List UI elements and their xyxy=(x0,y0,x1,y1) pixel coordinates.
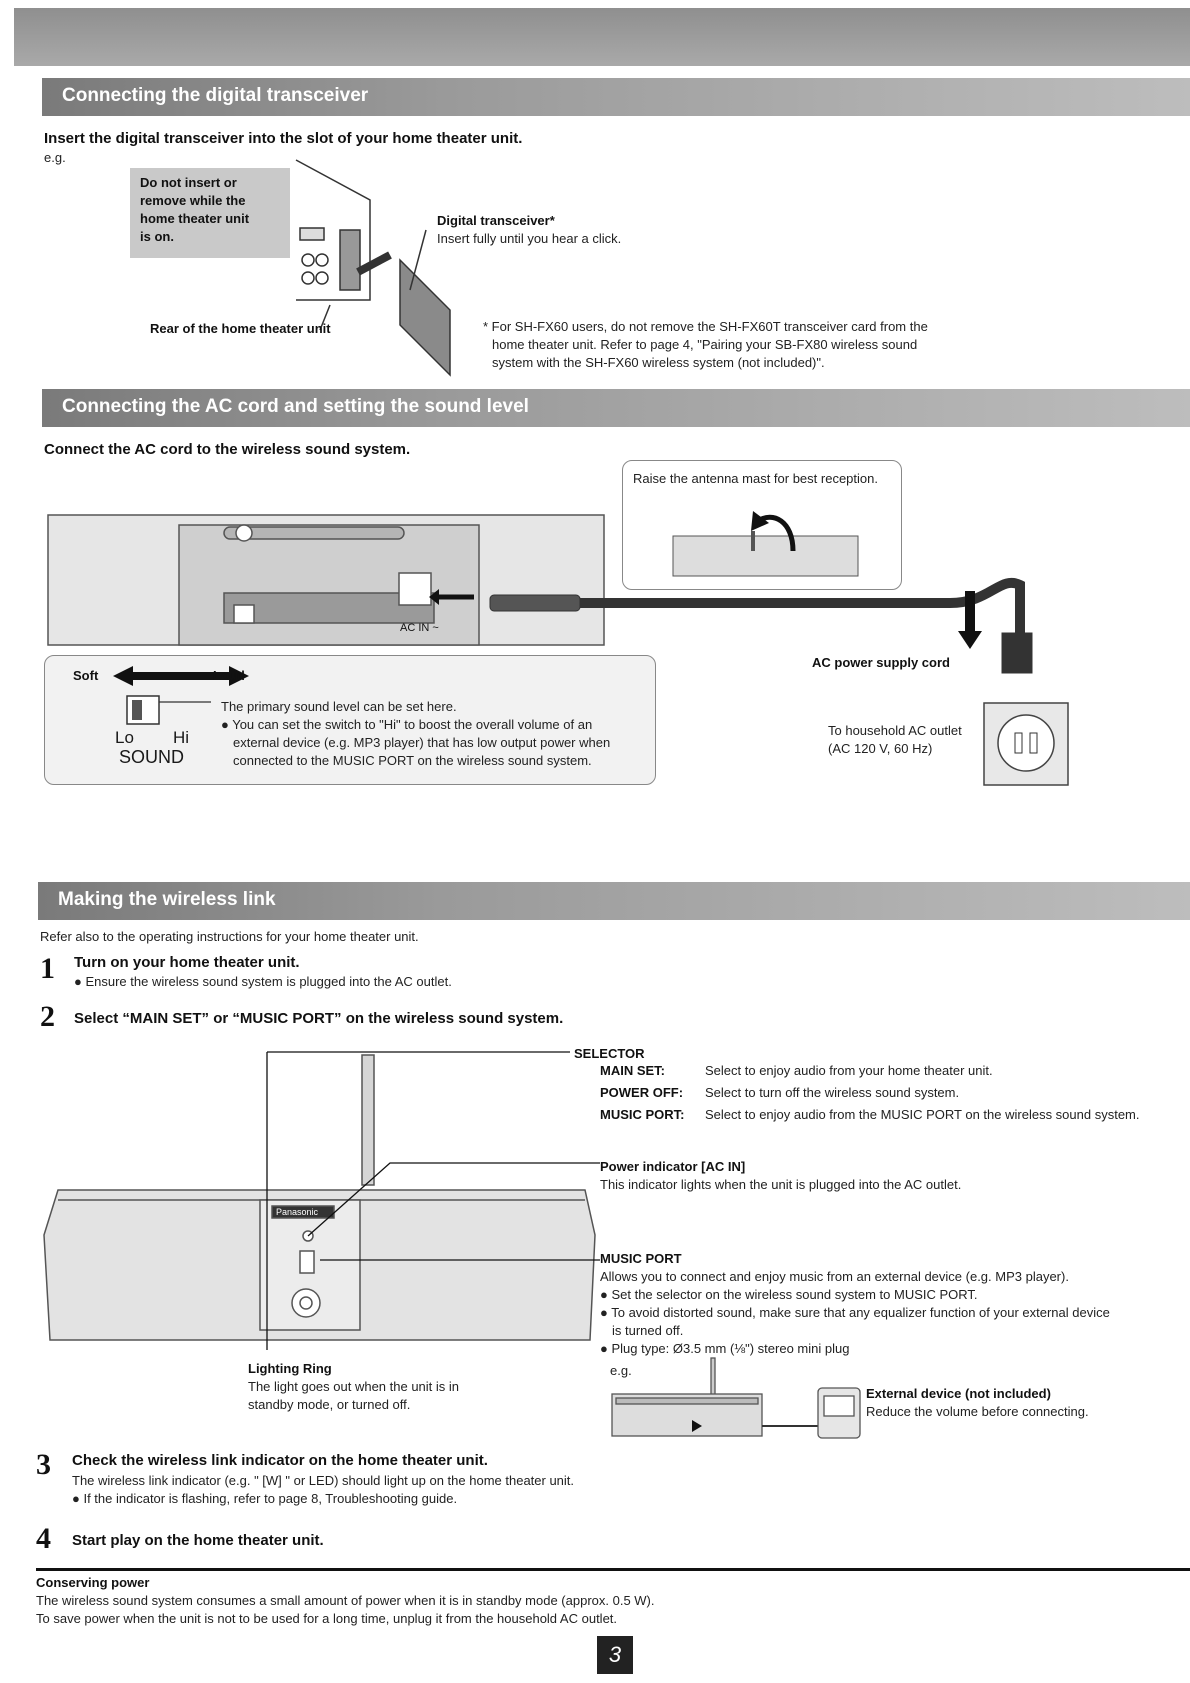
brand-label: Panasonic xyxy=(276,1207,319,1217)
loud-label: Loud xyxy=(213,668,245,683)
step-title: Turn on your home theater unit. xyxy=(74,954,300,971)
selector-desc: Select to enjoy audio from your home the… xyxy=(705,1063,993,1078)
level-line: The primary sound level can be set here. xyxy=(221,699,457,714)
transceiver-lead: Insert the digital transceiver into the … xyxy=(44,130,523,147)
selector-desc: Select to enjoy audio from the MUSIC POR… xyxy=(705,1107,1140,1122)
ac-cord-lead: Connect the AC cord to the wireless soun… xyxy=(44,441,411,458)
soft-loud-arrow xyxy=(113,666,249,686)
step-title: Select “MAIN SET” or “MUSIC PORT” on the… xyxy=(74,1010,564,1027)
selector-row: MUSIC PORT: Select to enjoy audio from t… xyxy=(600,1106,1180,1128)
music-port-bullet: ● Set the selector on the wireless sound… xyxy=(600,1287,978,1302)
rear-label: Rear of the home theater unit xyxy=(150,321,331,336)
digital-transceiver-sub: Insert fully until you hear a click. xyxy=(437,231,622,246)
antenna-illustration xyxy=(672,511,859,577)
level-line: ● You can set the switch to "Hi" to boos… xyxy=(221,717,593,732)
section-header-transceiver: Connecting the digital transceiver xyxy=(42,78,1190,116)
step-title: Check the wireless link indicator on the… xyxy=(72,1452,488,1469)
external-device-heading: External device (not included) xyxy=(866,1386,1051,1401)
top-banner xyxy=(14,8,1190,66)
section-title: Connecting the digital transceiver xyxy=(62,85,369,106)
step-number: 1 xyxy=(40,952,55,985)
warning-line: remove while the xyxy=(140,193,246,208)
selector-heading: SELECTOR xyxy=(574,1046,645,1061)
power-indicator-heading: Power indicator [AC IN] xyxy=(600,1159,746,1174)
selector-key: MUSIC PORT: xyxy=(600,1107,685,1122)
digital-transceiver-label: Digital transceiver* xyxy=(437,213,555,228)
sound-level-callout: Soft Loud Lo Hi SOUND The primary sound … xyxy=(44,655,656,785)
music-port-bullet: is turned off. xyxy=(612,1323,684,1338)
switch-lo: Lo xyxy=(115,728,134,747)
step-number: 3 xyxy=(36,1448,51,1481)
switch-hi: Hi xyxy=(173,728,190,747)
antenna-note: Raise the antenna mast for best receptio… xyxy=(633,471,878,486)
warning-line: is on. xyxy=(140,229,174,244)
step-sub: The wireless link indicator (e.g. " [W] … xyxy=(72,1473,575,1488)
switch-sound: SOUND xyxy=(119,747,185,767)
selector-row: MAIN SET: Select to enjoy audio from you… xyxy=(600,1062,1180,1084)
speaker-front-illustration: Panasonic xyxy=(43,1051,600,1350)
warning-box: Do not insert or remove while the home t… xyxy=(130,168,290,258)
level-line: external device (e.g. MP3 player) that h… xyxy=(233,735,611,750)
outlet-text: To household AC outlet (AC 120 V, 60 Hz) xyxy=(828,722,962,758)
step-sub: ● Ensure the wireless sound system is pl… xyxy=(74,974,452,989)
conserving-line: To save power when the unit is not to be… xyxy=(36,1611,618,1626)
outlet-line: To household AC outlet xyxy=(828,723,962,738)
power-cord-label: AC power supply cord xyxy=(812,655,950,670)
section-header-ac-cord: Connecting the AC cord and setting the s… xyxy=(42,389,1190,427)
transceiver-eg: e.g. xyxy=(44,150,66,165)
level-line: connected to the MUSIC PORT on the wirel… xyxy=(233,753,592,768)
section-title: Making the wireless link xyxy=(58,889,276,910)
outlet-line: (AC 120 V, 60 Hz) xyxy=(828,741,933,756)
transceiver-footnote: * For SH-FX60 users, do not remove the S… xyxy=(483,318,928,372)
step-number: 2 xyxy=(40,1000,55,1033)
warning-line: home theater unit xyxy=(140,211,250,226)
selector-row: POWER OFF: Select to turn off the wirele… xyxy=(600,1084,1180,1106)
selector-key: MAIN SET: xyxy=(600,1063,665,1078)
power-cord-illustration xyxy=(489,578,1033,674)
music-port-heading: MUSIC PORT xyxy=(600,1251,682,1266)
selector-key: POWER OFF: xyxy=(600,1085,684,1100)
external-device-desc: Reduce the volume before connecting. xyxy=(866,1404,1089,1419)
music-port-bullets: ● Set the selector on the wireless sound… xyxy=(600,1286,1110,1358)
lighting-ring-line: standby mode, or turned off. xyxy=(248,1397,411,1412)
footnote-line: home theater unit. Refer to page 4, "Pai… xyxy=(492,337,918,352)
soft-label: Soft xyxy=(73,668,99,683)
step-number: 4 xyxy=(36,1522,51,1555)
wireless-intro: Refer also to the operating instructions… xyxy=(40,929,419,944)
footnote-line: * For SH-FX60 users, do not remove the S… xyxy=(483,319,928,334)
step-title: Start play on the home theater unit. xyxy=(72,1532,324,1549)
music-port-bullet: ● Plug type: Ø3.5 mm (⅛") stereo mini pl… xyxy=(600,1341,850,1356)
section-title: Connecting the AC cord and setting the s… xyxy=(62,396,529,417)
selector-table: MAIN SET: Select to enjoy audio from you… xyxy=(600,1062,1180,1128)
music-port-desc: Allows you to connect and enjoy music fr… xyxy=(600,1269,1069,1284)
section-header-wireless: Making the wireless link xyxy=(38,882,1190,920)
divider xyxy=(36,1568,1190,1571)
sound-level-text: The primary sound level can be set here.… xyxy=(221,698,610,770)
wall-outlet-icon xyxy=(983,702,1069,786)
speaker-rear-illustration: AC IN ~ xyxy=(47,514,605,646)
power-indicator-desc: This indicator lights when the unit is p… xyxy=(600,1177,962,1192)
mp3-connection-illustration xyxy=(611,1357,861,1439)
step-sub: ● If the indicator is flashing, refer to… xyxy=(72,1491,458,1506)
footnote-line: system with the SH-FX60 wireless system … xyxy=(492,355,825,370)
music-port-eg: e.g. xyxy=(610,1363,632,1378)
warning-line: Do not insert or xyxy=(140,175,237,190)
sound-switch-illustration xyxy=(126,695,211,725)
antenna-callout: Raise the antenna mast for best receptio… xyxy=(622,460,902,590)
conserving-line: The wireless sound system consumes a sma… xyxy=(36,1593,655,1608)
ac-in-label: AC IN ~ xyxy=(400,622,439,634)
transceiver-illustration xyxy=(295,159,451,377)
page-number: 3 xyxy=(597,1636,633,1674)
lighting-ring-line: The light goes out when the unit is in xyxy=(248,1379,460,1394)
lighting-ring-heading: Lighting Ring xyxy=(248,1361,332,1376)
selector-desc: Select to turn off the wireless sound sy… xyxy=(705,1085,960,1100)
conserving-heading: Conserving power xyxy=(36,1575,150,1590)
music-port-bullet: ● To avoid distorted sound, make sure th… xyxy=(600,1305,1110,1320)
